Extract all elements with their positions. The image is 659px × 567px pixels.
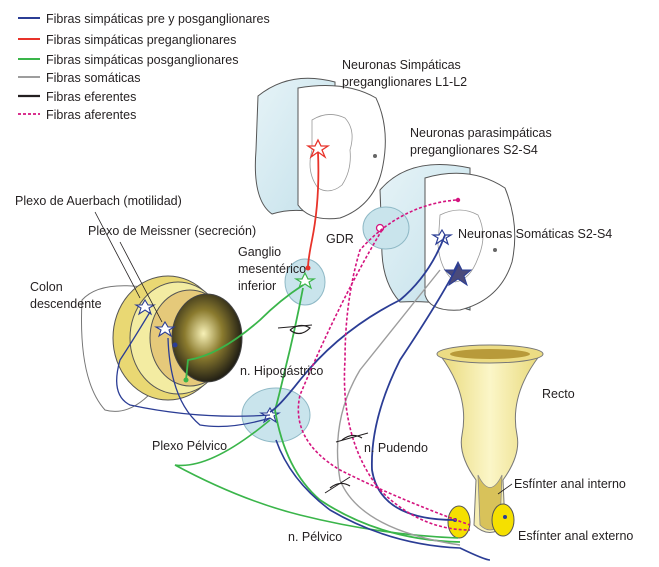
pelvic-nerve-label: n. Pélvico [288, 530, 342, 544]
somatic-fiber [338, 270, 461, 545]
external-sphincter-right [492, 504, 514, 536]
symp-neurons-label-2: preganglionares L1-L2 [342, 75, 467, 89]
colon-label-1: Colon [30, 280, 63, 294]
descending-colon [81, 276, 242, 411]
external-sphincter-left [448, 506, 470, 538]
rectum-label: Recto [542, 387, 575, 401]
legend-item-efferent: Fibras eferentes [18, 90, 136, 104]
legend-label: Fibras simpáticas pre y posganglionares [46, 12, 270, 26]
legend-item-afferent: Fibras aferentes [18, 108, 136, 122]
rectum [437, 345, 543, 538]
pelvic-plexus-label: Plexo Pélvico [152, 439, 227, 453]
colon-label-2: descendente [30, 297, 102, 311]
ganglion-label-3: inferior [238, 279, 276, 293]
somatic-neurons-label: Neuronas Somáticas S2-S4 [458, 227, 612, 241]
spinal-cord-section-l1-l2 [255, 78, 385, 219]
ganglion-label-1: Ganglio [238, 245, 281, 259]
dorsal-root-ganglion [363, 207, 409, 249]
legend-label: Fibras somáticas [46, 71, 140, 85]
meissner-label: Plexo de Meissner (secreción) [88, 224, 256, 238]
legend-label: Fibras simpáticas posganglionares [46, 53, 238, 67]
legend-label: Fibras aferentes [46, 108, 136, 122]
legend-label: Fibras eferentes [46, 90, 136, 104]
parasymp-neurons-label-1: Neuronas parasimpáticas [410, 126, 552, 140]
symp-neurons-label-1: Neuronas Simpáticas [342, 58, 461, 72]
legend-label: Fibras simpáticas preganglionares [46, 33, 236, 47]
hypogastric-nerve-label: n. Hipogástrico [240, 364, 323, 378]
legend: Fibras simpáticas pre y posganglionares … [18, 12, 270, 122]
pelvic-nerve-green-fiber [175, 420, 458, 538]
legend-item-sympathetic-pre-post: Fibras simpáticas pre y posganglionares [18, 12, 270, 26]
internal-sphincter-label: Esfínter anal interno [514, 477, 626, 491]
legend-item-sympathetic-pre: Fibras simpáticas preganglionares [18, 33, 236, 47]
ganglion-label-2: mesentérico [238, 262, 306, 276]
parasympathetic-neuron-dot [456, 198, 460, 202]
legend-item-sympathetic-post: Fibras simpáticas posganglionares [18, 53, 238, 67]
pudendal-nerve-label: n. Pudendo [364, 441, 428, 455]
auerbach-label: Plexo de Auerbach (motilidad) [15, 194, 182, 208]
external-sphincter-label: Esfínter anal externo [518, 529, 633, 543]
legend-item-somatic: Fibras somáticas [18, 71, 140, 85]
parasymp-neurons-label-2: preganglionares S2-S4 [410, 143, 538, 157]
gdr-label: GDR [326, 232, 354, 246]
